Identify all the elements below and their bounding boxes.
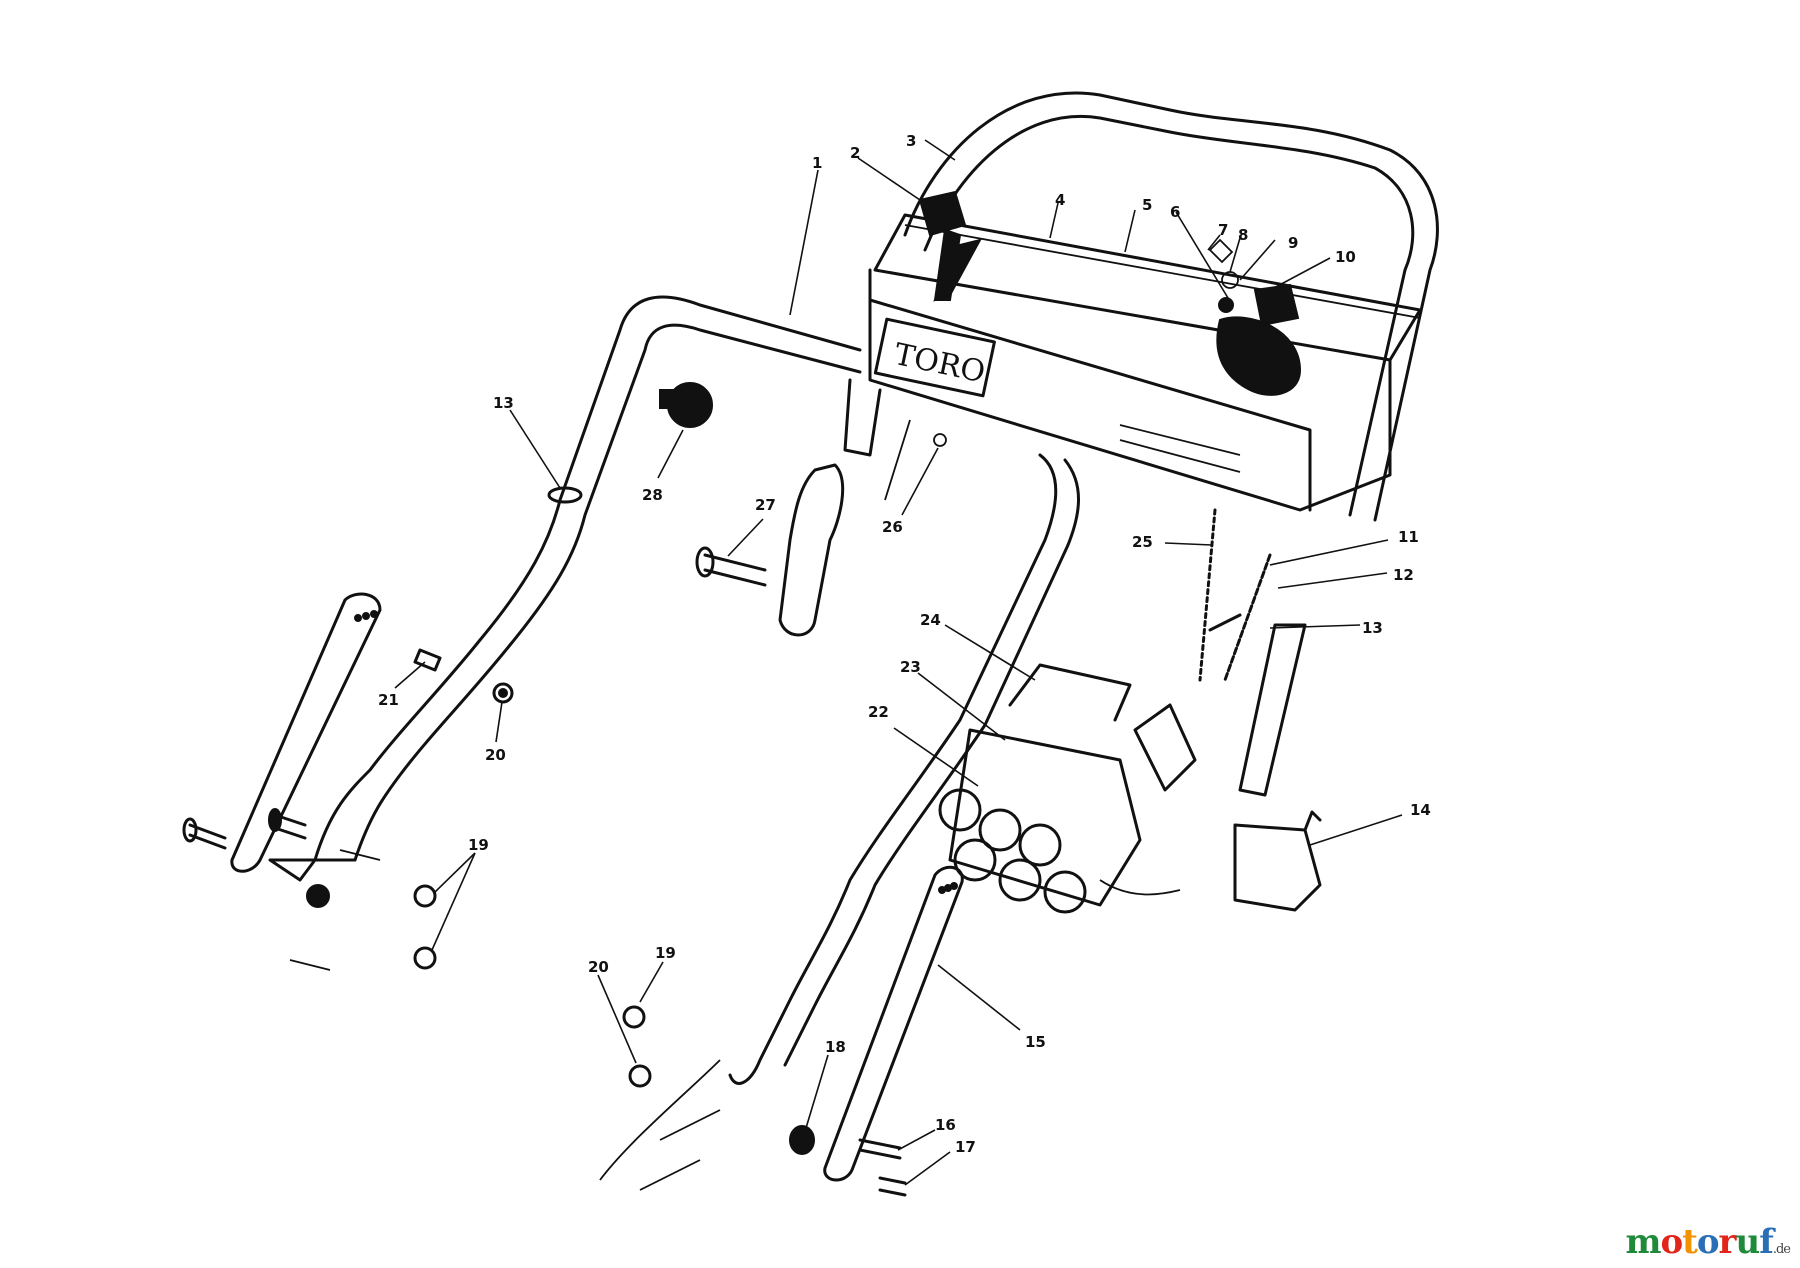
pin-21 bbox=[413, 648, 442, 672]
toro-logo-plate bbox=[873, 317, 996, 398]
nut-19-bottom bbox=[622, 1005, 646, 1029]
watermark-suffix: .de bbox=[1772, 1242, 1791, 1257]
spacer-18 bbox=[789, 1125, 815, 1155]
watermark-letter: f bbox=[1759, 1222, 1774, 1262]
bolt-left-b bbox=[268, 808, 307, 840]
watermark-letter: r bbox=[1718, 1222, 1737, 1262]
control-panel: TORO bbox=[868, 213, 1422, 512]
strap-15 bbox=[823, 865, 964, 1182]
watermark-letter: t bbox=[1682, 1222, 1698, 1262]
callout-26: 26 bbox=[882, 518, 903, 536]
nut-19-left-a bbox=[413, 884, 437, 908]
spring-25 bbox=[1198, 508, 1217, 682]
callout-16: 16 bbox=[935, 1116, 956, 1134]
callout-17: 17 bbox=[955, 1138, 976, 1156]
callout-9: 9 bbox=[1288, 234, 1298, 252]
callout-28: 28 bbox=[642, 486, 663, 504]
dashed-frame-left bbox=[289, 849, 381, 971]
motoruf-watermark: motoruf.de bbox=[1625, 1222, 1791, 1262]
toro-brand-label: TORO bbox=[891, 337, 988, 390]
battery-holder-23 bbox=[948, 728, 1142, 907]
callout-10: 10 bbox=[1335, 248, 1356, 266]
callout-6: 6 bbox=[1170, 203, 1180, 221]
callout-23: 23 bbox=[900, 658, 921, 676]
bracket-24 bbox=[1008, 663, 1197, 792]
spring-12 bbox=[1223, 553, 1272, 682]
watermark-letter: u bbox=[1735, 1222, 1760, 1262]
leader-lines bbox=[394, 139, 1403, 1186]
callout-18: 18 bbox=[825, 1038, 846, 1056]
nut-20-left bbox=[492, 682, 514, 704]
knob-28 bbox=[659, 382, 713, 428]
callout-7: 7 bbox=[1218, 221, 1228, 239]
clip-13-right bbox=[1208, 613, 1242, 632]
watermark-letter: o bbox=[1660, 1222, 1683, 1262]
clip-13-left bbox=[547, 486, 583, 504]
callout-20-bottom: 20 bbox=[588, 958, 609, 976]
deck-frame bbox=[599, 1059, 721, 1191]
cover-14 bbox=[1233, 810, 1322, 912]
callout-24: 24 bbox=[920, 611, 941, 629]
carriage-bolt-27 bbox=[695, 546, 767, 587]
callout-21: 21 bbox=[378, 691, 399, 709]
callout-12: 12 bbox=[1393, 566, 1414, 584]
callout-13-right: 13 bbox=[1362, 619, 1383, 637]
callout-11: 11 bbox=[1398, 528, 1419, 546]
handle-tube-right bbox=[1238, 623, 1307, 797]
spacer-left bbox=[306, 884, 330, 908]
callout-15: 15 bbox=[1025, 1033, 1046, 1051]
watermark-name: motoruf bbox=[1625, 1222, 1774, 1262]
callout-2: 2 bbox=[850, 144, 860, 162]
watermark-letter: o bbox=[1696, 1222, 1720, 1262]
upper-handle bbox=[903, 91, 1439, 522]
callout-14: 14 bbox=[1410, 801, 1431, 819]
cable-26 bbox=[884, 419, 947, 501]
lower-handle bbox=[268, 295, 862, 882]
watermark-letter: m bbox=[1625, 1222, 1661, 1262]
callout-27: 27 bbox=[755, 496, 776, 514]
callout-25: 25 bbox=[1132, 533, 1153, 551]
battery-pack-22 bbox=[938, 788, 1181, 914]
throttle-lever-right bbox=[1216, 283, 1302, 396]
handle-tube-center bbox=[778, 378, 882, 637]
callout-1: 1 bbox=[812, 154, 822, 172]
callout-20-left: 20 bbox=[485, 746, 506, 764]
callout-13-left: 13 bbox=[493, 394, 514, 412]
bolt-left-a bbox=[182, 817, 227, 850]
bolt-16 bbox=[858, 1138, 902, 1160]
nut-20-bottom bbox=[628, 1064, 652, 1088]
callout-labels: 1 2 3 4 5 6 7 8 9 10 11 12 13 13 14 15 1… bbox=[378, 132, 1431, 1156]
callout-4: 4 bbox=[1055, 191, 1065, 209]
nut-19-left-b bbox=[413, 946, 437, 970]
callout-8: 8 bbox=[1238, 226, 1248, 244]
throttle-lever-left bbox=[918, 190, 982, 302]
callout-22: 22 bbox=[868, 703, 889, 721]
left-strap bbox=[230, 592, 382, 873]
bolt-17 bbox=[878, 1176, 907, 1197]
callout-19-left: 19 bbox=[468, 836, 489, 854]
callout-5: 5 bbox=[1142, 196, 1152, 214]
callout-3: 3 bbox=[906, 132, 916, 150]
key-switch bbox=[1208, 238, 1239, 313]
right-lower-handle bbox=[728, 453, 1080, 1085]
callout-19-bottom: 19 bbox=[655, 944, 676, 962]
